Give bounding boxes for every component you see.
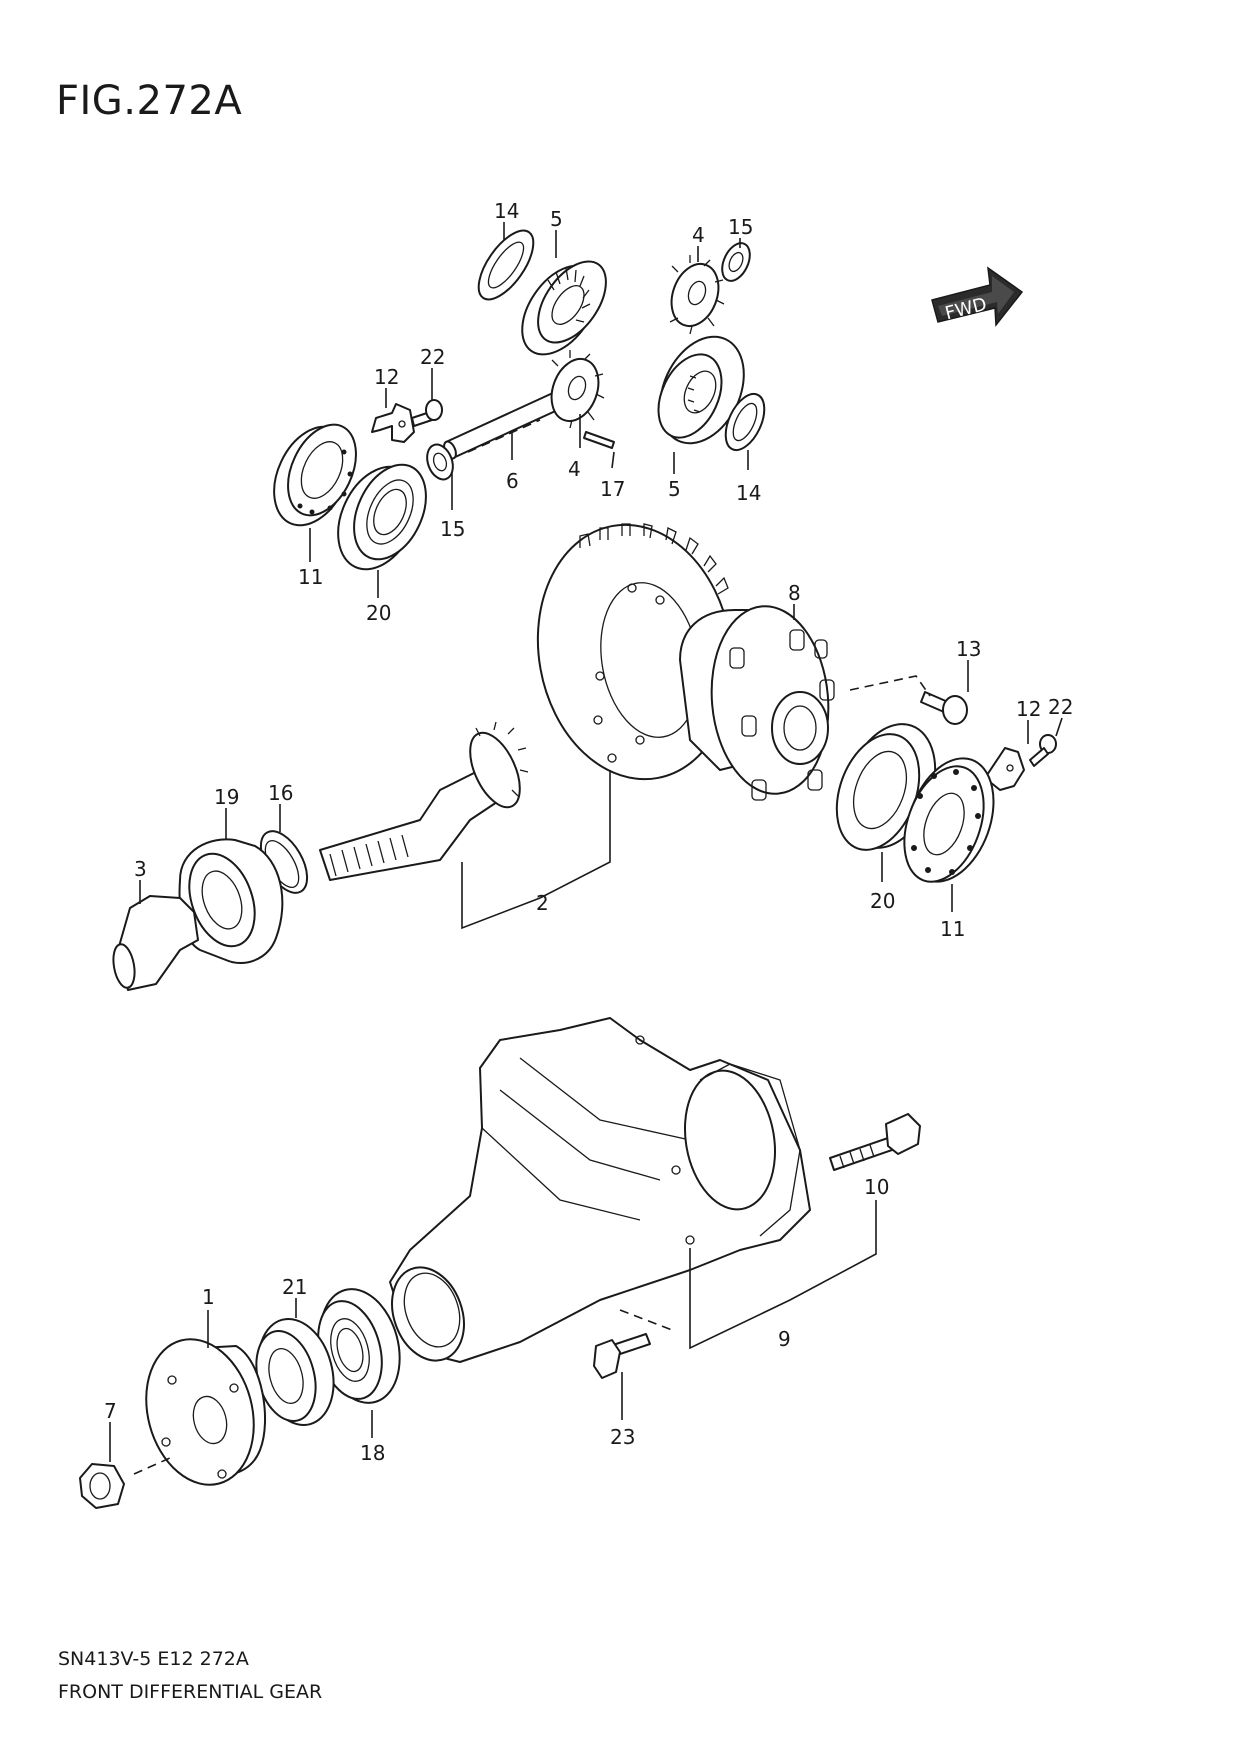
part-8-differential-case	[679, 605, 835, 801]
part-4-pinion-gear-lower	[550, 350, 605, 429]
callout-22-upper: 22	[420, 345, 445, 369]
callout-15-lower: 15	[440, 517, 465, 541]
part-22-bolt-upper	[411, 399, 443, 427]
leader-7	[133, 1457, 171, 1475]
part-4-pinion-gear-upper	[669, 255, 725, 335]
callout-12-upper: 12	[374, 365, 399, 389]
model-code: SN413V-5 E12 272A	[58, 1648, 249, 1670]
callout-21: 21	[282, 1275, 307, 1299]
figure-title: FIG.272A	[56, 78, 243, 124]
part-14-thrust-washer-upper	[477, 229, 535, 301]
callout-18: 18	[360, 1441, 385, 1465]
part-7-flange-nut	[79, 1463, 125, 1509]
callout-13: 13	[956, 637, 981, 661]
callout-2: 2	[536, 891, 549, 915]
leader-13	[849, 675, 931, 697]
part-15-pinion-washer-lower	[426, 443, 454, 481]
callout-14-upper: 14	[494, 199, 519, 223]
part-12-lock-plate-upper	[371, 403, 415, 443]
part-10-housing-bolt	[829, 1113, 921, 1171]
part-12-lock-plate-right	[984, 747, 1025, 791]
part-5-side-gear-upper	[521, 260, 607, 356]
callout-4-lower: 4	[568, 457, 581, 481]
callout-19: 19	[214, 785, 239, 809]
callout-9: 9	[778, 1327, 791, 1351]
part-5-side-gear-lower	[657, 335, 745, 445]
callout-11-left: 11	[298, 565, 323, 589]
callout-10: 10	[864, 1175, 889, 1199]
callout-11-right: 11	[940, 917, 965, 941]
part-6-pinion-shaft	[443, 391, 563, 460]
part-11-bearing-adjuster-right	[903, 757, 995, 883]
bracket-2	[461, 770, 611, 930]
part-19-pinion-bearing	[178, 838, 284, 964]
bracket-9	[689, 1200, 877, 1350]
callout-7: 7	[104, 1399, 117, 1423]
callout-1: 1	[202, 1285, 215, 1309]
callout-3: 3	[134, 857, 147, 881]
part-13-ring-gear-bolt	[920, 691, 968, 725]
part-3-sleeve	[112, 895, 199, 991]
part-9-differential-housing	[389, 1017, 811, 1363]
leader-lines	[109, 222, 1063, 1462]
callout-23: 23	[610, 1425, 635, 1449]
callout-17: 17	[600, 477, 625, 501]
part-1-companion-flange	[145, 1338, 266, 1486]
callout-5-upper: 5	[550, 207, 563, 231]
part-20-side-bearing-left	[337, 463, 427, 571]
callout-4-upper: 4	[692, 223, 705, 247]
part-14-thrust-washer-lower	[724, 392, 766, 452]
callout-15-upper: 15	[728, 215, 753, 239]
callout-14-lower: 14	[736, 481, 761, 505]
callout-labels: 14 5 4 15 12 22 6 4 17 5 14 15 11 20 8 1…	[104, 199, 1073, 1465]
part-18-pinion-bearing-rear	[317, 1288, 401, 1404]
part-11-bearing-adjuster-left	[273, 423, 357, 527]
callout-20-left: 20	[366, 601, 391, 625]
figure-name: FRONT DIFFERENTIAL GEAR	[58, 1681, 323, 1703]
fwd-arrow-icon: FWD	[931, 266, 1024, 328]
part-8-ring-gear	[536, 523, 734, 781]
callout-6: 6	[506, 469, 519, 493]
part-22-bolt-right	[1029, 734, 1057, 767]
callout-16: 16	[268, 781, 293, 805]
part-17-lock-pin	[583, 431, 615, 449]
callout-20-right: 20	[870, 889, 895, 913]
callout-8: 8	[788, 581, 801, 605]
callout-22-right: 22	[1048, 695, 1073, 719]
part-2-drive-pinion	[319, 721, 529, 881]
part-15-pinion-washer-upper	[721, 242, 751, 282]
leader-23	[619, 1309, 673, 1331]
callout-5-lower: 5	[668, 477, 681, 501]
part-23-housing-bolt	[593, 1333, 651, 1379]
callout-12-right: 12	[1016, 697, 1041, 721]
